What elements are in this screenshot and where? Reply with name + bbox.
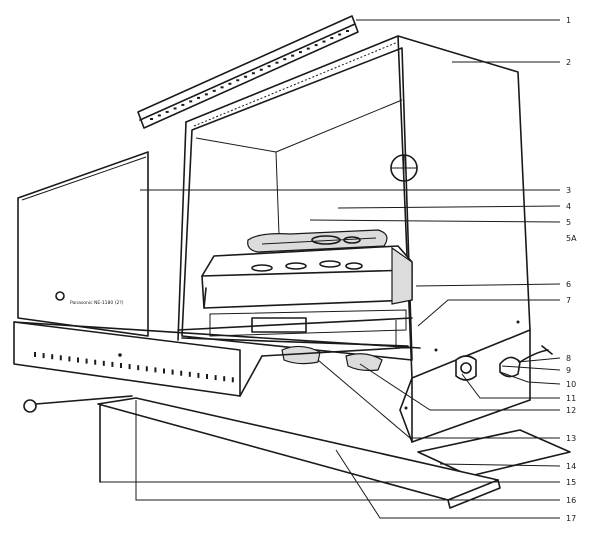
callout-12: 12 bbox=[566, 406, 576, 415]
callout-3: 3 bbox=[566, 186, 571, 195]
rail-hole bbox=[157, 114, 161, 117]
rail-hole bbox=[346, 30, 349, 32]
callout-labels: 1 2 3 4 5 5A 6 7 8 9 10 11 12 13 14 15 1… bbox=[566, 16, 577, 523]
rail-hole bbox=[251, 72, 255, 75]
panel-slot bbox=[180, 370, 183, 376]
panel-slot bbox=[34, 352, 36, 357]
panel-slot bbox=[111, 361, 114, 367]
rail-hole bbox=[314, 44, 318, 47]
panel-slot bbox=[94, 359, 97, 365]
panel-slot bbox=[77, 357, 79, 363]
rail-hole bbox=[306, 47, 310, 50]
callout-5a: 5A bbox=[566, 234, 577, 243]
callout-6: 6 bbox=[566, 280, 571, 289]
rail-hole bbox=[165, 110, 169, 113]
callout-5: 5 bbox=[566, 218, 571, 227]
rail-hole bbox=[150, 118, 153, 120]
callout-2: 2 bbox=[566, 58, 571, 67]
panel-slot bbox=[120, 363, 122, 368]
callout-4: 4 bbox=[566, 202, 571, 211]
rail-hole bbox=[275, 61, 279, 64]
rail-hole bbox=[197, 96, 201, 99]
panel-slot bbox=[42, 353, 45, 359]
door-panel-part: Panasonic NE-1180 (2?) bbox=[17, 151, 149, 337]
panel-slot bbox=[206, 374, 208, 379]
rack-tray-part bbox=[247, 229, 388, 253]
panel-slot bbox=[188, 371, 191, 377]
callout-7: 7 bbox=[566, 296, 571, 305]
leader-lines bbox=[100, 19, 561, 519]
panel-slot bbox=[137, 365, 140, 371]
rail-hole bbox=[244, 75, 248, 78]
panel-slot bbox=[163, 368, 165, 374]
rail-hole bbox=[298, 51, 302, 54]
rail-hole bbox=[181, 103, 185, 106]
panel-slot bbox=[197, 372, 200, 378]
heating-housing-part bbox=[201, 245, 413, 337]
bottom-tray-part bbox=[97, 397, 501, 509]
panel-slot bbox=[51, 354, 54, 360]
panel-slot bbox=[171, 369, 174, 375]
callout-11: 11 bbox=[566, 394, 576, 403]
rail-hole bbox=[204, 93, 208, 96]
rail-hole bbox=[228, 82, 232, 85]
callout-13: 13 bbox=[566, 434, 576, 443]
callout-1: 1 bbox=[566, 16, 571, 25]
rail-hole bbox=[267, 65, 271, 68]
callout-14: 14 bbox=[566, 462, 576, 471]
callout-16: 16 bbox=[566, 496, 576, 505]
callout-9: 9 bbox=[566, 366, 571, 375]
panel-slot bbox=[231, 377, 234, 383]
rail-hole bbox=[291, 54, 295, 57]
rail-hole bbox=[330, 37, 334, 40]
callout-10: 10 bbox=[566, 380, 576, 389]
panel-slot bbox=[85, 358, 88, 364]
panel-slot bbox=[68, 356, 71, 362]
rail-hole bbox=[259, 68, 263, 71]
rail-hole bbox=[189, 100, 193, 103]
lower-components-part bbox=[239, 345, 401, 397]
rail-hole bbox=[338, 33, 342, 36]
brand-text: Panasonic NE-1180 (2?) bbox=[70, 300, 124, 306]
panel-slot bbox=[145, 366, 148, 372]
door-knob-part bbox=[23, 395, 133, 413]
panel-slot bbox=[59, 355, 62, 361]
callout-17: 17 bbox=[566, 514, 576, 523]
rail-hole bbox=[322, 40, 326, 43]
top-rail-part bbox=[137, 15, 359, 129]
rail-hole bbox=[236, 79, 240, 82]
callout-15: 15 bbox=[566, 478, 576, 487]
panel-slot bbox=[214, 375, 217, 381]
panel-slot bbox=[154, 367, 157, 373]
rail-hole bbox=[212, 89, 216, 92]
rail-hole bbox=[283, 58, 287, 61]
panel-slot bbox=[223, 376, 226, 382]
callout-8: 8 bbox=[566, 354, 571, 363]
panel-slot bbox=[102, 360, 105, 366]
rail-hole bbox=[173, 107, 177, 110]
panel-slot bbox=[128, 364, 131, 370]
rail-hole bbox=[220, 86, 224, 89]
